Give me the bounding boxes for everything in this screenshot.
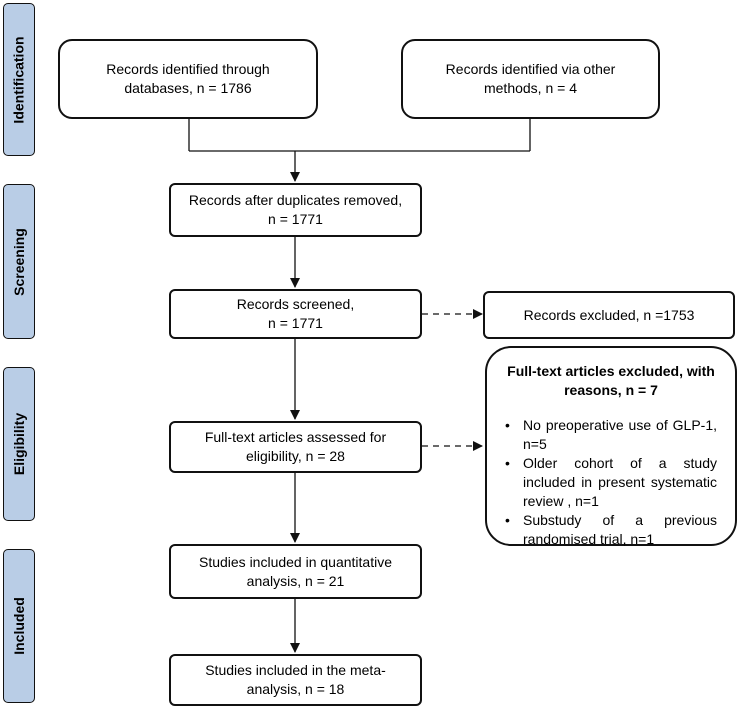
box-records-other-methods-text: Records identified via other methods, n … (445, 61, 616, 96)
phase-identification: Identification (3, 3, 35, 156)
box-records-screened: Records screened, n = 1771 (169, 289, 422, 339)
exclusion-reasons-list: No preoperative use of GLP-1, n=5 Older … (505, 416, 717, 549)
box-records-excluded-text: Records excluded, n =1753 (523, 306, 695, 323)
phase-screening-label: Screening (11, 227, 28, 296)
box-fulltext-excluded: Full-text articles excluded, with reason… (485, 346, 737, 549)
box-records-excluded: Records excluded, n =1753 (483, 291, 735, 339)
box-records-databases: Records identified through databases, n … (58, 39, 318, 119)
phase-screening: Screening (3, 184, 35, 339)
fulltext-excluded-title: Full-text articles excluded, with reason… (507, 363, 715, 398)
box-meta-analysis: Studies included in the meta- analysis, … (169, 654, 422, 706)
phase-eligibility-label: Eligibility (11, 412, 28, 476)
exclusion-reason: No preoperative use of GLP-1, n=5 (505, 416, 717, 454)
box-quantitative-analysis: Studies included in quantitative analysi… (169, 544, 422, 599)
box-quantitative-analysis-text: Studies included in quantitative analysi… (198, 553, 393, 589)
box-records-screened-text: Records screened, n = 1771 (236, 296, 355, 331)
box-records-other-methods: Records identified via other methods, n … (401, 39, 660, 119)
phase-identification-label: Identification (11, 35, 27, 124)
box-fulltext-assessed-text: Full-text articles assessed for eligibil… (204, 429, 387, 464)
phase-included-label: Included (11, 597, 27, 655)
exclusion-reason: Substudy of a previous randomised trial,… (505, 511, 717, 549)
box-records-databases-text: Records identified through databases, n … (106, 61, 270, 96)
exclusion-reason: Older cohort of a study included in pres… (505, 454, 717, 511)
box-meta-analysis-text: Studies included in the meta- analysis, … (205, 662, 386, 697)
box-fulltext-assessed: Full-text articles assessed for eligibil… (169, 421, 422, 473)
box-after-duplicates: Records after duplicates removed, n = 17… (169, 183, 422, 237)
phase-eligibility: Eligibility (3, 367, 35, 521)
box-after-duplicates-text: Records after duplicates removed, n = 17… (188, 192, 403, 227)
phase-included: Included (3, 549, 35, 703)
